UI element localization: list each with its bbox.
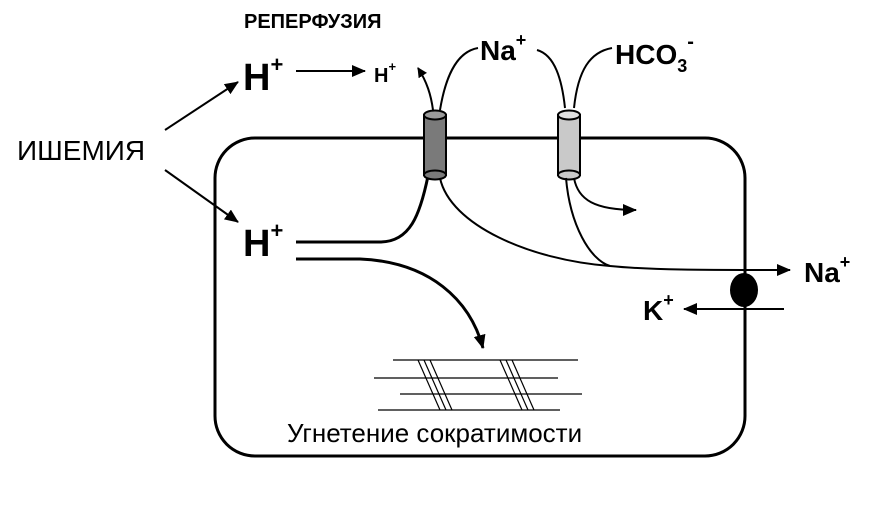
ischemia-arrow-up	[164, 81, 239, 131]
reperfusion-label: РЕПЕРФУЗИЯ	[244, 11, 382, 33]
ischemia-label: ИШЕМИЯ	[17, 135, 145, 166]
na-plus-top: Na+	[480, 30, 526, 66]
ischemia-arrow-down	[164, 169, 239, 223]
na-k-pump	[730, 273, 758, 307]
myofibril-icon	[374, 359, 582, 411]
na-top-to-bicarb-curve	[536, 49, 566, 109]
hco3-minus: HCO3-	[615, 31, 694, 76]
h-plus-intracellular: H+	[243, 218, 283, 265]
k-plus-left: K+	[643, 290, 674, 326]
na-out-arrow	[609, 263, 791, 276]
na-h-exchanger	[423, 109, 447, 181]
hco3-in-curve	[573, 47, 613, 109]
contractility-label: Угнетение сократимости	[287, 418, 582, 448]
h-plus-extracellular: H+	[243, 52, 283, 99]
h-plus-small: H+	[374, 59, 396, 87]
h-to-myofibril-line	[296, 257, 486, 349]
na-cotransporter-to-pump	[565, 177, 611, 267]
na-plus-right: Na+	[804, 252, 850, 288]
na-in-curve	[439, 47, 479, 111]
exchanger-h-out-curve	[417, 67, 434, 111]
hco3-into-cell-arrow	[573, 177, 637, 216]
na-hco3-cotransporter	[557, 109, 581, 181]
na-exchanger-to-pump	[439, 177, 611, 267]
h-to-exchanger-line	[296, 175, 430, 244]
